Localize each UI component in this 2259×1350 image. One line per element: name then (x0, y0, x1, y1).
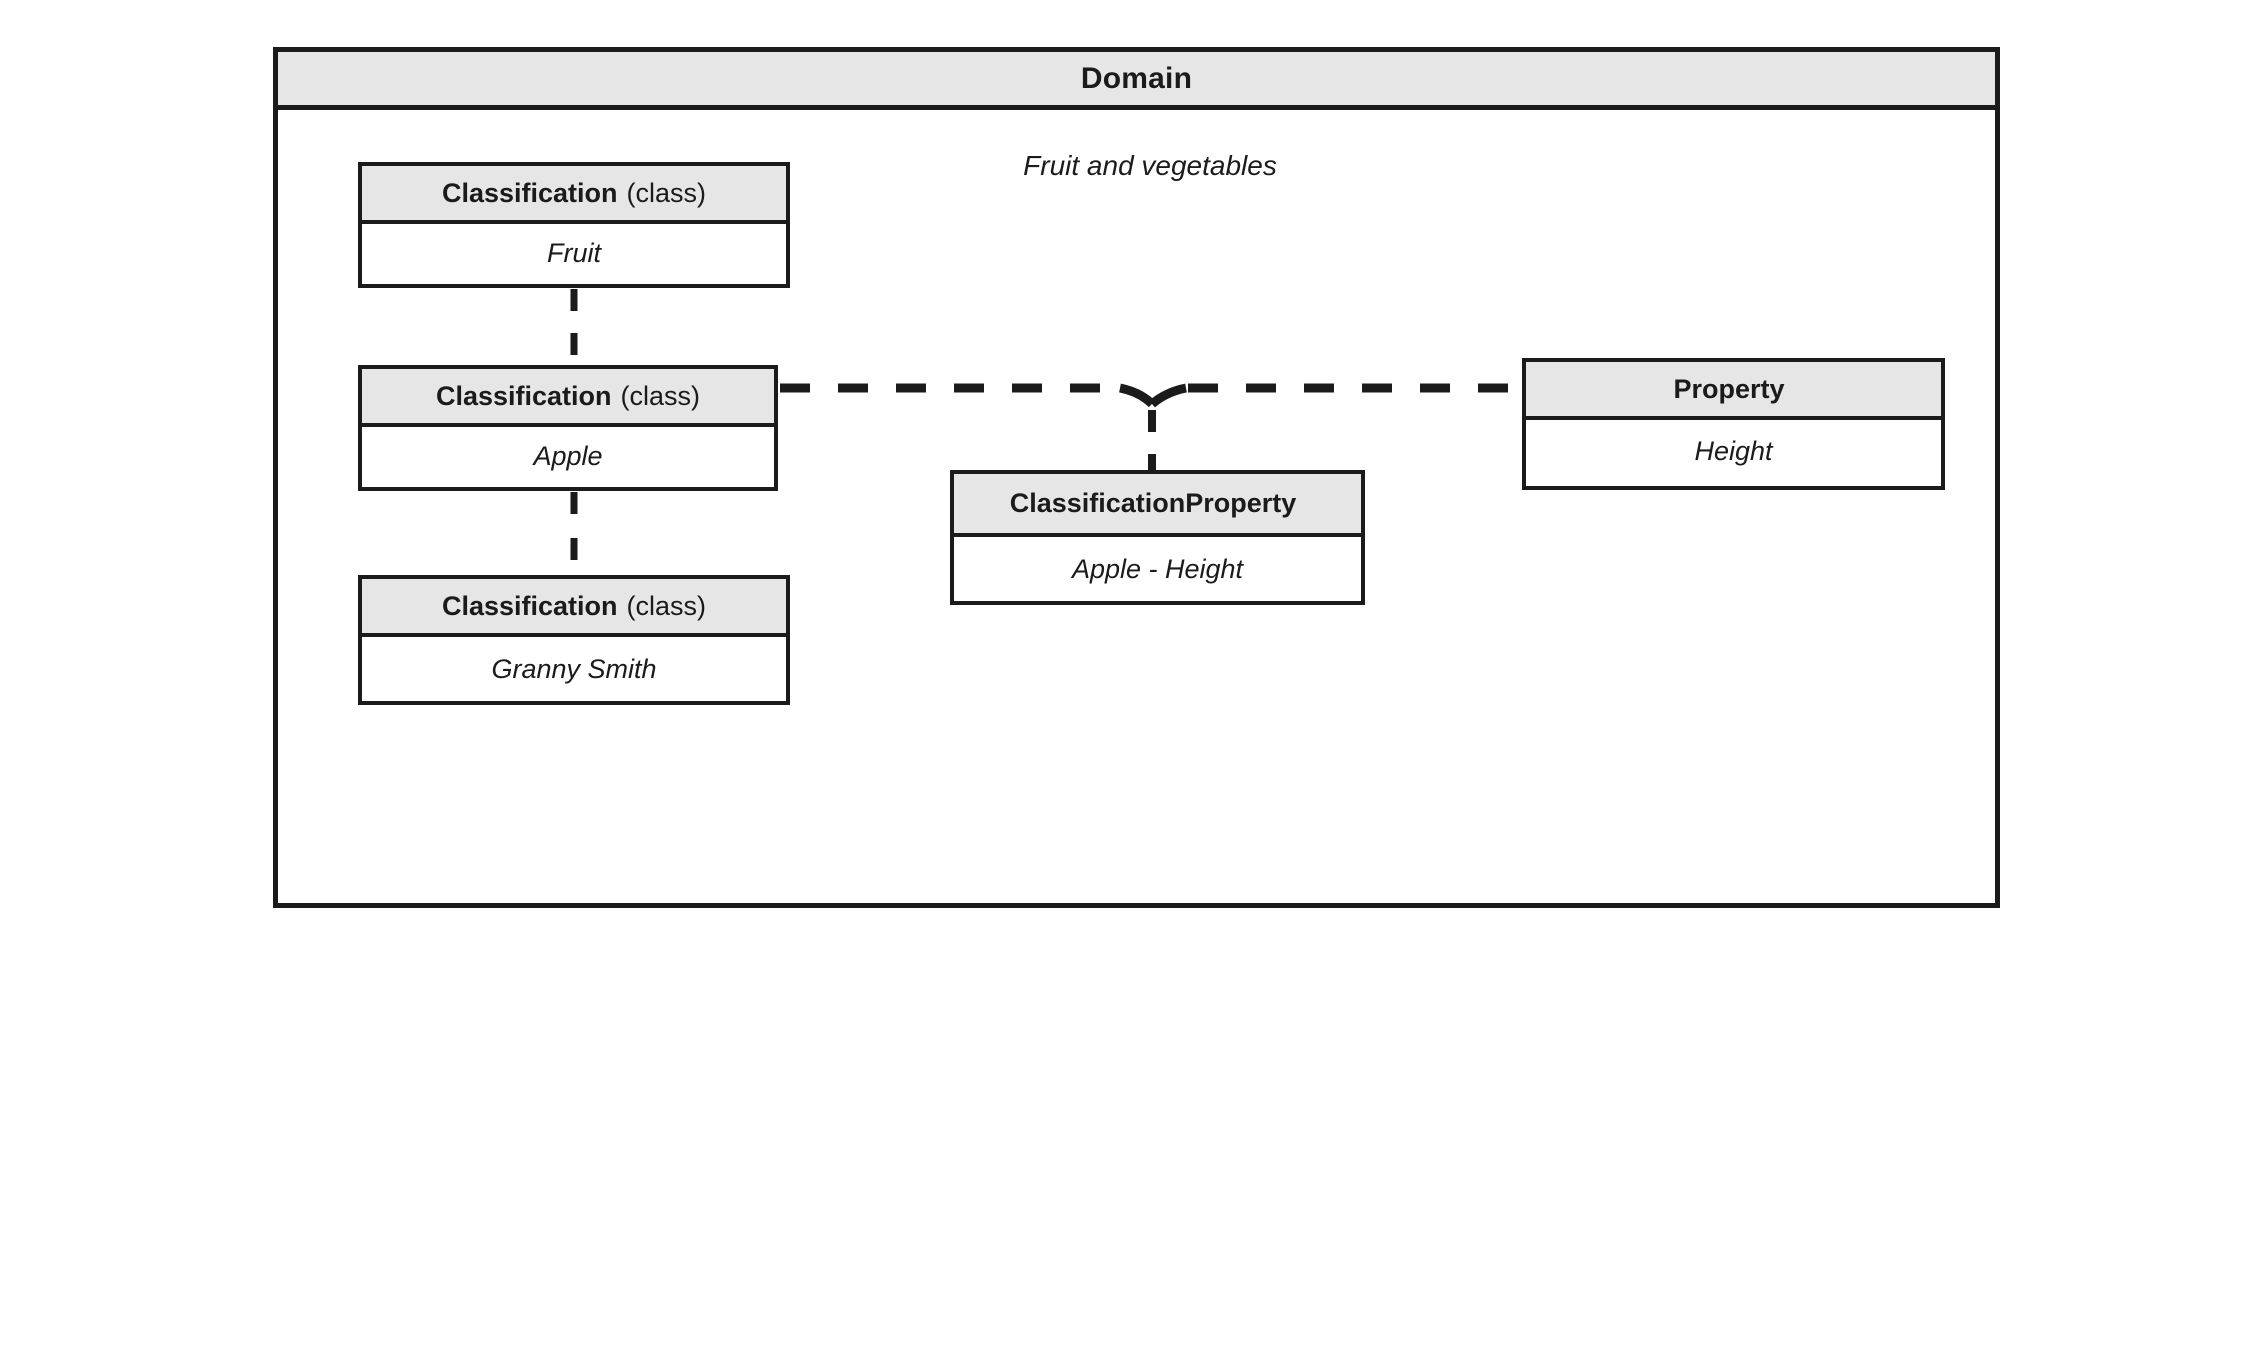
node-instance-label: Apple - Height (1071, 553, 1244, 584)
node-classification-fruit[interactable]: Classification (class) Fruit (358, 162, 790, 288)
domain-header: Domain (278, 52, 1995, 110)
node-type-label: Classification (435, 380, 612, 411)
node-header: ClassificationProperty (954, 474, 1361, 537)
node-instance-label: Fruit (547, 237, 601, 268)
node-instance-label: Height (1694, 435, 1773, 466)
node-instance-label: Granny Smith (491, 653, 657, 684)
node-header: Property (1526, 362, 1941, 420)
node-body: Height (1526, 420, 1941, 482)
node-instance-label: Apple (533, 440, 603, 471)
node-stereotype-label: (class) (626, 177, 707, 208)
node-type-label: Classification (441, 177, 618, 208)
node-body: Apple (362, 427, 774, 485)
node-classification-property[interactable]: ClassificationProperty Apple - Height (950, 470, 1365, 605)
node-body: Apple - Height (954, 537, 1361, 601)
node-header: Classification (class) (362, 369, 774, 427)
node-type-label: ClassificationProperty (1009, 488, 1297, 518)
node-stereotype-label: (class) (626, 590, 707, 621)
domain-note-label: Fruit and vegetables (1023, 150, 1277, 181)
node-body: Fruit (362, 224, 786, 282)
node-body: Granny Smith (362, 637, 786, 701)
node-type-label: Property (1673, 373, 1785, 404)
node-property-height[interactable]: Property Height (1522, 358, 1945, 490)
node-type-label: Classification (441, 590, 618, 621)
node-stereotype-label: (class) (620, 380, 701, 411)
node-classification-granny-smith[interactable]: Classification (class) Granny Smith (358, 575, 790, 705)
node-classification-apple[interactable]: Classification (class) Apple (358, 365, 778, 491)
domain-title: Domain (1080, 61, 1193, 95)
node-header: Classification (class) (362, 579, 786, 637)
node-header: Classification (class) (362, 166, 786, 224)
